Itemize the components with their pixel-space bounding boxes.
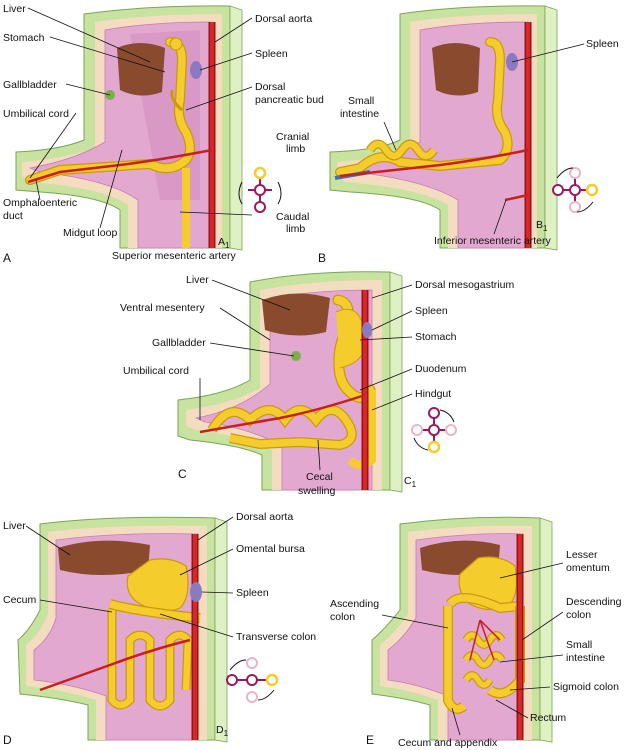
label-spleen-c: Spleen (415, 305, 448, 317)
label-superior-mesenteric-artery: Superior mesenteric artery (112, 250, 236, 262)
label-inferior-mesenteric-artery: Inferior mesenteric artery (434, 235, 551, 247)
label-small-intestine-e-1: Small (566, 639, 592, 651)
rotation-diagram-c1 (411, 407, 457, 454)
label-rectum: Rectum (530, 712, 566, 724)
panel-d-embryo (17, 516, 228, 743)
label-stomach: Stomach (3, 32, 45, 44)
panel-a-embryo (15, 5, 243, 251)
label-cecum-and-appendix: Cecum and appendix (398, 737, 498, 749)
label-cecum: Cecum (3, 594, 37, 606)
label-omphaloenteric-2: duct (3, 210, 23, 222)
panel-e-letter: E (366, 733, 374, 747)
label-c1: C1 (404, 475, 417, 489)
label-hindgut: Hindgut (415, 388, 451, 400)
label-caudal-2: limb (286, 223, 305, 235)
panel-e-embryo (371, 516, 553, 743)
label-transverse-colon: Transverse colon (236, 631, 316, 643)
label-spleen-a: Spleen (255, 48, 288, 60)
label-dorsal-aorta-d: Dorsal aorta (236, 511, 293, 523)
rotation-diagram-d1 (226, 657, 279, 703)
label-cecal-2: swelling (298, 485, 336, 497)
rotation-diagram-a1 (238, 166, 282, 213)
label-omphaloenteric-1: Omphaloenteric (3, 197, 77, 209)
panel-d: D Liver Dorsal aorta Omental bursa Cecum… (3, 511, 316, 747)
label-liver-d: Liver (3, 520, 26, 532)
label-duodenum: Duodenum (415, 363, 467, 375)
label-umbilical-cord: Umbilical cord (3, 108, 69, 120)
panel-c: C Liver Ventral mesentery Gallbladder Um… (120, 271, 514, 497)
label-spleen-d: Spleen (236, 587, 269, 599)
label-spleen-b: Spleen (586, 38, 619, 50)
label-a1: A1 (218, 236, 230, 250)
panel-c-embryo (177, 271, 403, 493)
label-umbilical-cord-c: Umbilical cord (123, 365, 189, 377)
label-descending-2: colon (566, 609, 591, 621)
label-omental-bursa: Omental bursa (236, 543, 305, 555)
leader-lines-e (381, 562, 564, 736)
panel-b: B Spleen Small intestine Inferior mesent… (318, 5, 619, 265)
label-small-intestine-b-1: Small (348, 95, 374, 107)
label-small-intestine-b-2: intestine (340, 108, 379, 120)
label-liver: Liver (3, 3, 26, 15)
label-dorsal-pancreatic-2: pancreatic bud (255, 94, 324, 106)
label-midgut-loop: Midgut loop (63, 227, 117, 239)
label-sigmoid-colon: Sigmoid colon (553, 681, 619, 693)
leader-lines-a (27, 7, 253, 229)
panel-d-letter: D (3, 733, 12, 747)
label-caudal-1: Caudal (276, 211, 309, 223)
rotation-diagram-b1 (552, 167, 599, 213)
leader-lines-c (199, 279, 413, 471)
label-descending-1: Descending (566, 596, 622, 608)
label-lesser-omentum-1: Lesser (566, 549, 598, 561)
label-dorsal-mesogastrium: Dorsal mesogastrium (415, 279, 514, 291)
label-liver-c: Liver (186, 274, 209, 286)
label-cranial-2: limb (286, 143, 305, 155)
label-dorsal-aorta: Dorsal aorta (255, 13, 312, 25)
leader-lines-d (25, 516, 234, 638)
label-ventral-mesentery: Ventral mesentery (120, 302, 205, 314)
label-dorsal-pancreatic-1: Dorsal (255, 81, 285, 93)
label-lesser-omentum-2: omentum (566, 562, 610, 574)
label-gallbladder-c: Gallbladder (152, 337, 206, 349)
panel-e: E Lesser omentum Ascending colon Descend… (330, 516, 622, 749)
label-b1: B1 (536, 219, 548, 233)
panel-c-letter: C (178, 467, 187, 481)
label-d1: D1 (216, 724, 229, 738)
leader-lines-b (383, 43, 585, 235)
label-cranial-1: Cranial (276, 131, 309, 143)
panel-b-letter: B (318, 251, 326, 265)
panel-b-embryo (329, 5, 558, 251)
label-cecal-1: Cecal (306, 471, 333, 483)
label-small-intestine-e-2: intestine (566, 652, 605, 664)
label-ascending-1: Ascending (330, 598, 379, 610)
label-stomach-c: Stomach (415, 331, 457, 343)
label-gallbladder: Gallbladder (3, 79, 57, 91)
label-ascending-2: colon (330, 611, 355, 623)
panel-a: A Liver Stomach Gallbladder Umbilical co… (3, 3, 324, 265)
panel-a-letter: A (3, 251, 11, 265)
